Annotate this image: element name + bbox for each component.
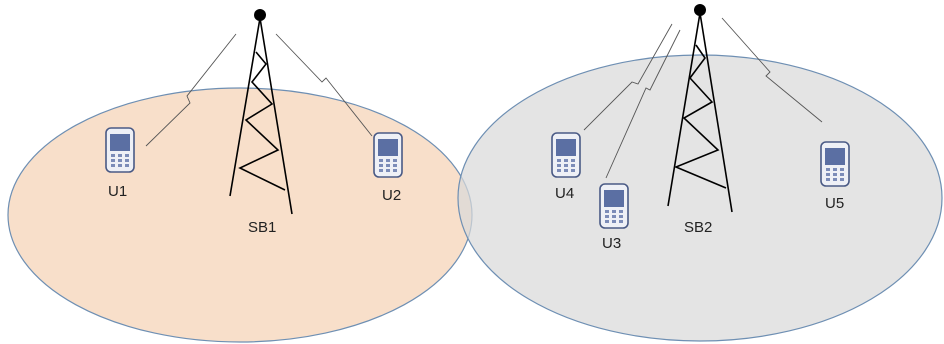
user-u3-label: U3: [602, 235, 621, 252]
user-u4-label: U4: [555, 185, 574, 202]
user-u5-phone-icon: [820, 141, 850, 187]
tower-sb1-icon: [229, 9, 293, 215]
radio-links-sb1: [145, 33, 373, 147]
user-u1-phone-icon: [105, 127, 135, 173]
user-u2-phone-icon: [373, 132, 403, 178]
user-u1-label: U1: [108, 183, 127, 200]
cell-sb2-coverage: [457, 54, 943, 342]
tower-sb1-label: SB1: [248, 219, 276, 236]
radio-links-sb2: [583, 17, 823, 179]
tower-sb2-icon: [667, 4, 733, 213]
user-u2-label: U2: [382, 187, 401, 204]
tower-sb2-label: SB2: [684, 219, 712, 236]
user-u4-phone-icon: [551, 132, 581, 178]
user-u3-phone-icon: [599, 183, 629, 229]
cell-sb1-coverage: [7, 87, 473, 343]
user-u5-label: U5: [825, 195, 844, 212]
